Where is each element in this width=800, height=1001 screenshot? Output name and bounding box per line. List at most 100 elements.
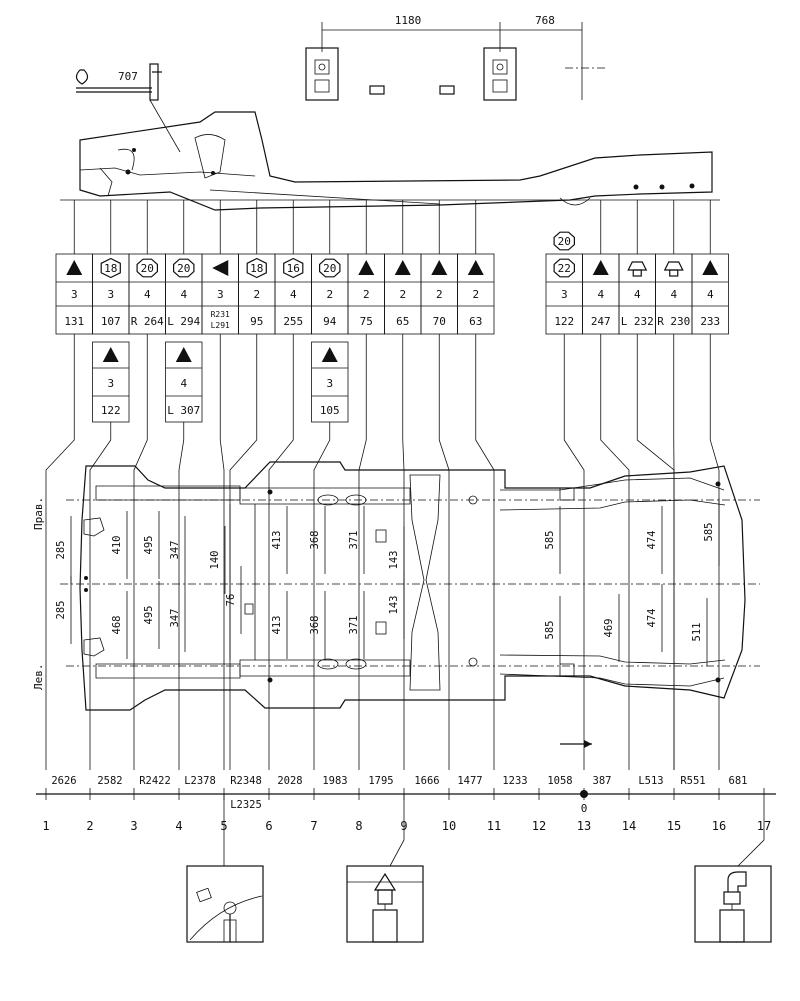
measure-value: 131 bbox=[64, 315, 84, 328]
tool-number: 4 bbox=[180, 377, 187, 390]
measure-value: 94 bbox=[323, 315, 337, 328]
leader-line bbox=[314, 422, 330, 770]
plan-dimension: 469 bbox=[603, 619, 615, 638]
leader-line bbox=[90, 422, 111, 770]
tool-number: 2 bbox=[472, 288, 479, 301]
measure-value: L 307 bbox=[167, 404, 200, 417]
plan-dimension: 413 bbox=[271, 531, 283, 550]
plan-dimension: 474 bbox=[646, 531, 658, 550]
measure-value: 233 bbox=[700, 315, 720, 328]
point-number: 2 bbox=[86, 819, 93, 833]
leader-line bbox=[637, 334, 674, 770]
tool-number: 2 bbox=[363, 288, 370, 301]
leader-line bbox=[403, 334, 404, 770]
measure-value: 65 bbox=[396, 315, 409, 328]
inset-center bbox=[347, 866, 423, 942]
tool-number: 2 bbox=[253, 288, 260, 301]
plan-dimension: 585 bbox=[703, 523, 715, 542]
point-number: 17 bbox=[757, 819, 771, 833]
axis-dimension: R2422 bbox=[139, 775, 171, 787]
leader-line bbox=[476, 334, 494, 770]
leader-line bbox=[359, 334, 366, 770]
measure-value: 107 bbox=[101, 315, 121, 328]
axis-dimension: 2626 bbox=[51, 775, 76, 787]
measure-value: R 264 bbox=[131, 315, 164, 328]
triangle-symbol bbox=[66, 260, 82, 275]
point-number: 11 bbox=[487, 819, 501, 833]
tool-number: 4 bbox=[707, 288, 714, 301]
axis-dimension: 1666 bbox=[414, 775, 439, 787]
axis-dimension: R551 bbox=[680, 775, 705, 787]
measure-value: L291 bbox=[211, 321, 230, 330]
tool-number: 4 bbox=[180, 288, 187, 301]
dim-707: 707 bbox=[118, 70, 138, 83]
measure-value: 122 bbox=[554, 315, 574, 328]
point-number: 9 bbox=[400, 819, 407, 833]
measure-value: 122 bbox=[101, 404, 121, 417]
leader-line bbox=[439, 334, 449, 770]
axis-dimension: L513 bbox=[638, 775, 663, 787]
tool-number: 3 bbox=[217, 288, 224, 301]
axis-dimension: 1477 bbox=[457, 775, 482, 787]
point-number: 16 bbox=[712, 819, 726, 833]
tool-number: 3 bbox=[326, 377, 333, 390]
point-number: 15 bbox=[667, 819, 681, 833]
plan-dimension: 413 bbox=[271, 616, 283, 635]
plan-dimension: 371 bbox=[348, 616, 360, 635]
tool-number: 3 bbox=[71, 288, 78, 301]
tool-number: 2 bbox=[326, 288, 333, 301]
tool-number: 4 bbox=[670, 288, 677, 301]
axis-dimension: 681 bbox=[729, 775, 748, 787]
plan-dimension: 474 bbox=[646, 609, 658, 628]
plan-dimension: 495 bbox=[143, 606, 155, 625]
measure-value: L 294 bbox=[167, 315, 200, 328]
tool-number: 3 bbox=[107, 288, 114, 301]
leader-line bbox=[710, 334, 719, 770]
axis-dimension: 1983 bbox=[322, 775, 347, 787]
socket-size: 22 bbox=[558, 262, 571, 275]
tool-number: 4 bbox=[144, 288, 151, 301]
point-number: 6 bbox=[265, 819, 272, 833]
socket-size: 18 bbox=[104, 262, 117, 275]
origin-label: 0 bbox=[581, 802, 588, 815]
socket-size: 20 bbox=[323, 262, 336, 275]
plan-vertical-dimensions: 2852854104684954953473471407641341336836… bbox=[55, 498, 719, 666]
triangle-symbol bbox=[702, 260, 718, 275]
triangle-symbol bbox=[468, 260, 484, 275]
dim-768: 768 bbox=[535, 14, 555, 27]
axis-dimension: R2348 bbox=[230, 775, 262, 787]
plan-dimension: 143 bbox=[388, 596, 400, 615]
measure-value: 95 bbox=[250, 315, 263, 328]
plan-dimension: 76 bbox=[225, 594, 237, 607]
triangle-left-symbol bbox=[212, 260, 228, 276]
triangle-symbol bbox=[593, 260, 609, 275]
point-number: 7 bbox=[310, 819, 317, 833]
measure-value: 105 bbox=[320, 404, 340, 417]
triangle-symbol bbox=[322, 347, 338, 362]
axis-dimension: 387 bbox=[593, 775, 612, 787]
tool-number: 3 bbox=[561, 288, 568, 301]
dim-1180: 1180 bbox=[395, 14, 422, 27]
plan-dimension: 585 bbox=[544, 621, 556, 640]
measure-value: L 232 bbox=[621, 315, 654, 328]
plan-dimension: 495 bbox=[143, 536, 155, 555]
plan-dimension: 368 bbox=[309, 531, 321, 550]
tool-number: 4 bbox=[634, 288, 641, 301]
measure-value: 255 bbox=[283, 315, 303, 328]
measure-value: R231 bbox=[211, 310, 230, 319]
leader-line bbox=[601, 334, 629, 770]
point-number: 3 bbox=[130, 819, 137, 833]
plan-view bbox=[60, 462, 760, 748]
axis-dimension: L2325 bbox=[230, 799, 262, 811]
point-number: 13 bbox=[577, 819, 591, 833]
tool-number: 4 bbox=[597, 288, 604, 301]
tool-number: 4 bbox=[290, 288, 297, 301]
inset-left bbox=[187, 866, 263, 942]
tool-number: 2 bbox=[436, 288, 443, 301]
point-number: 5 bbox=[220, 819, 227, 833]
point-number: 4 bbox=[175, 819, 182, 833]
plan-dimension: 143 bbox=[388, 551, 400, 570]
axis-dimension: 2028 bbox=[277, 775, 302, 787]
